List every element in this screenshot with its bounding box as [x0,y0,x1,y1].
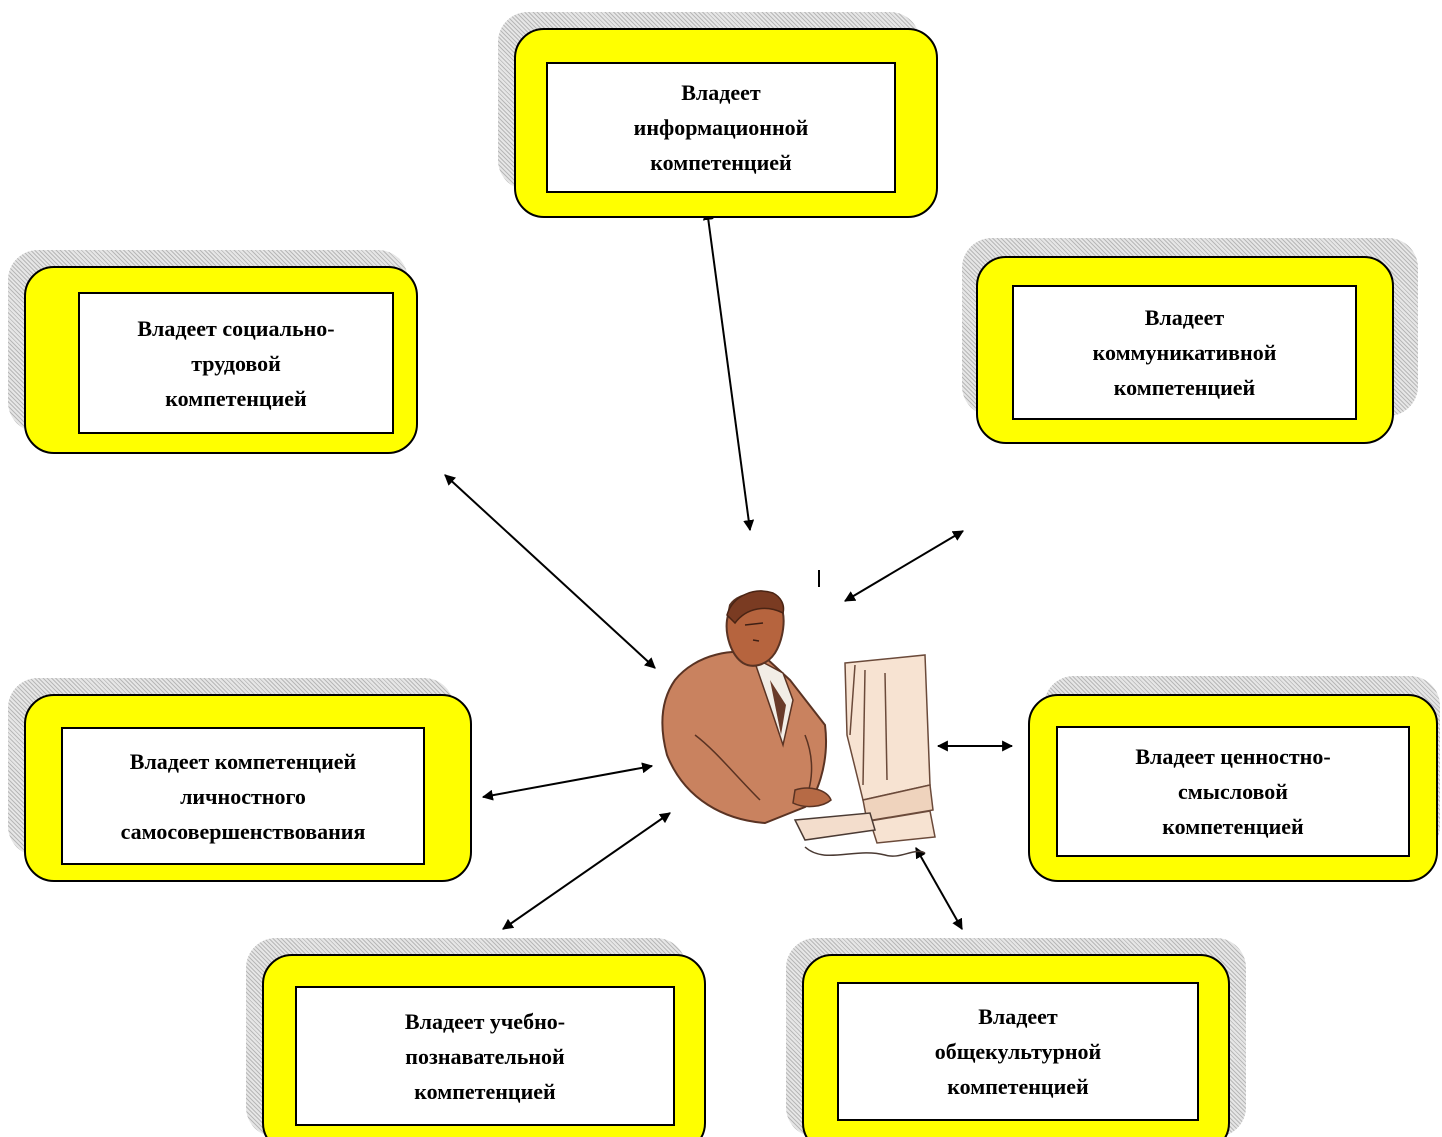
node-educational: Владеет учебно- познавательной компетенц… [246,938,706,1137]
node-label: Владеет социально- трудовой компетенцией [137,315,335,411]
node-information: Владеет информационной компетенцией [498,12,938,218]
node-label: Владеет общекультурной компетенцией [934,1004,1102,1099]
text-cursor-mark [818,570,820,587]
node-label: Владеет коммуникативной компетенцией [1092,305,1277,400]
node-label: Владеет информационной компетенцией [633,80,809,175]
node-value-semantic: Владеет ценностно- смысловой компетенцие… [1028,676,1440,882]
node-label: Владеет учебно- познавательной компетенц… [404,1008,566,1104]
arrow-information [702,208,755,532]
node-communicative: Владеет коммуникативной компетенцией [962,238,1418,444]
node-label: Владеет компетенцией личностного самосов… [120,748,366,844]
arrow-general-cultural [915,847,963,930]
person-at-computer-icon [661,590,936,857]
node-label: Владеет ценностно- смысловой компетенцие… [1135,744,1331,839]
arrow-educational [502,812,671,930]
node-social-labor: Владеет социально- трудовой компетенцией [8,250,418,454]
arrow-social-labor [444,474,656,669]
arrow-communicative [844,530,964,602]
node-general-cultural: Владеет общекультурной компетенцией [786,938,1246,1137]
node-self-improvement: Владеет компетенцией личностного самосов… [8,678,472,882]
arrow-self-improvement [481,762,654,801]
